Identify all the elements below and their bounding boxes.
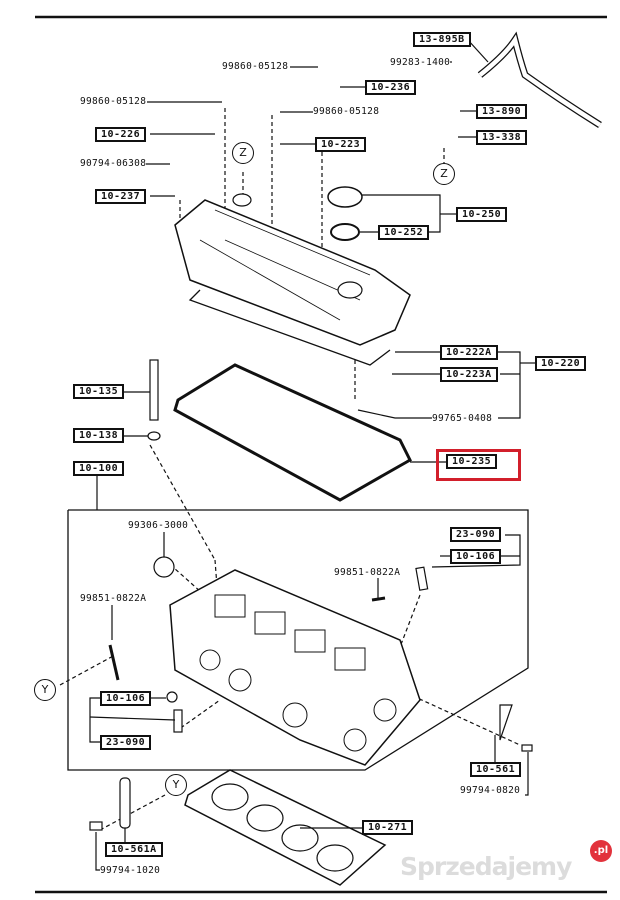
part-label-10-271[interactable]: 10-271	[362, 820, 414, 835]
part-number-99851-0822A: 99851-0822A	[334, 567, 401, 578]
bracket-10-561	[499, 704, 513, 741]
part-label-10-252[interactable]: 10-252	[378, 225, 430, 240]
part-label-13-895B[interactable]: 13-895B	[413, 32, 471, 47]
head-gasket	[184, 769, 387, 886]
part-label-10-220[interactable]: 10-220	[535, 356, 587, 371]
valve-cover	[174, 199, 411, 346]
part-label-10-100[interactable]: 10-100	[73, 461, 125, 476]
reference-marker-y: Y	[34, 679, 56, 701]
part-number-99794-0820: 99794-0820	[460, 785, 521, 796]
part-label-23-090[interactable]: 23-090	[450, 527, 502, 542]
valve-cover-gasket	[173, 363, 412, 502]
bracket-10-561A	[119, 777, 131, 829]
part-label-10-106[interactable]: 10-106	[450, 549, 502, 564]
part-label-10-223A[interactable]: 10-223A	[440, 367, 498, 382]
part-number-99794-1020: 99794-1020	[100, 865, 161, 876]
part-label-13-890[interactable]: 13-890	[476, 104, 528, 119]
part-number-99283-1400: 99283-1400	[390, 57, 451, 68]
part-number-99860-05128: 99860-05128	[313, 106, 380, 117]
oil-cap-seal	[330, 223, 360, 241]
part-label-10-135[interactable]: 10-135	[73, 384, 125, 399]
part-number-99851-0822A: 99851-0822A	[80, 593, 147, 604]
reference-marker-z: Z	[433, 163, 455, 185]
head-bolt	[149, 359, 159, 421]
reference-marker-z: Z	[232, 142, 254, 164]
plug	[153, 556, 175, 578]
part-label-23-090[interactable]: 23-090	[100, 735, 152, 750]
reference-marker-y: Y	[165, 774, 187, 796]
part-label-10-138[interactable]: 10-138	[73, 428, 125, 443]
part-number-99306-3000: 99306-3000	[128, 520, 189, 531]
part-label-10-561[interactable]: 10-561	[470, 762, 522, 777]
part-label-10-226[interactable]: 10-226	[95, 127, 147, 142]
part-label-10-223[interactable]: 10-223	[315, 137, 367, 152]
oil-filler-cap	[327, 186, 363, 208]
part-label-10-222A[interactable]: 10-222A	[440, 345, 498, 360]
cylinder-head	[169, 569, 421, 766]
part-label-10-237[interactable]: 10-237	[95, 189, 147, 204]
watermark-badge: .pl	[590, 840, 612, 862]
part-label-10-236[interactable]: 10-236	[365, 80, 417, 95]
part-label-10-561A[interactable]: 10-561A	[105, 842, 163, 857]
part-label-10-235-highlighted[interactable]: 10-235	[446, 454, 498, 469]
watermark-text: Sprzedajemy	[400, 852, 572, 881]
highlight-box	[436, 449, 521, 481]
part-label-10-250[interactable]: 10-250	[456, 207, 508, 222]
part-number-99860-05128: 99860-05128	[80, 96, 147, 107]
part-number-90794-06308: 90794-06308	[80, 158, 147, 169]
part-label-10-106[interactable]: 10-106	[100, 691, 152, 706]
part-number-99765-0408: 99765-0408	[432, 413, 493, 424]
part-number-99860-05128: 99860-05128	[222, 61, 289, 72]
cylinder-head-assembly-frame	[67, 509, 529, 771]
part-label-13-338[interactable]: 13-338	[476, 130, 528, 145]
